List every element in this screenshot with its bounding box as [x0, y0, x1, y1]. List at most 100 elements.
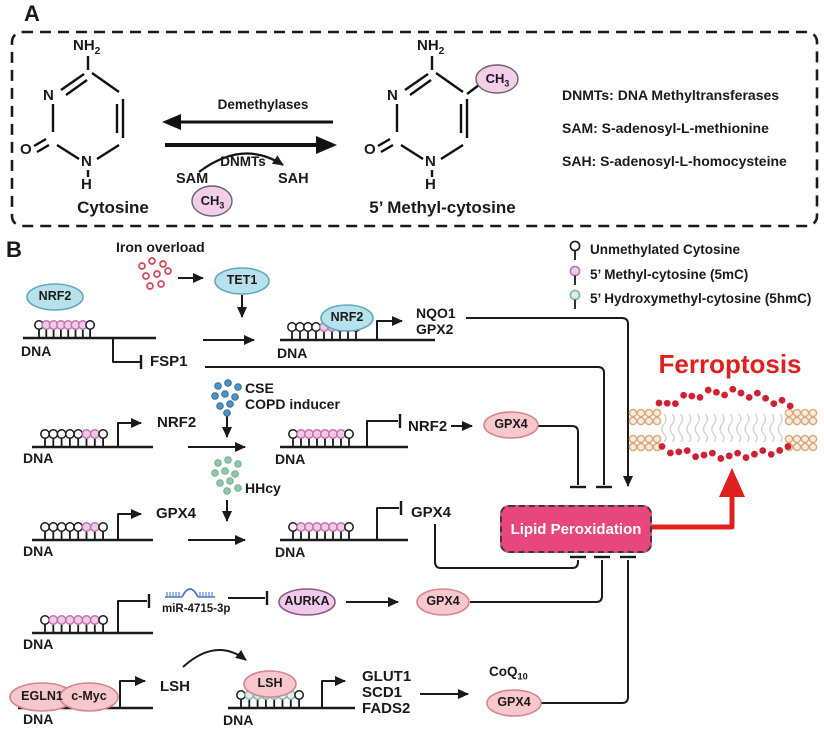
promoter-nrf2: [117, 418, 142, 447]
ch3-label-reaction: CH3: [200, 193, 225, 211]
dna-label-9: DNA: [223, 712, 254, 728]
unmethylated-cytosine-icon: [569, 240, 581, 260]
line-gpx4-coq10-to-box: [541, 560, 629, 704]
ch3-bubble-reaction: [191, 185, 233, 217]
demethylases-label: Demethylases: [217, 97, 309, 112]
gpx4-ellipse-coq10: [486, 689, 542, 717]
gpx4-label-coq10: GPX4: [497, 695, 531, 709]
legend-item-5mc: 5’ Methyl-cytosine (5mC): [568, 264, 748, 287]
ch3-label-structure: CH3: [485, 71, 510, 89]
protein-ellipses: [9, 267, 542, 717]
mcytosine-n1: N: [425, 153, 436, 170]
cse-label: CSE: [245, 380, 274, 396]
cmyc-ellipse: [59, 682, 119, 712]
lsh-output-label: LSH: [160, 678, 190, 695]
lipid-peroxidation-box: Lipid Peroxidation: [500, 505, 652, 553]
egln1-label: EGLN1: [21, 689, 63, 703]
ferroptosis-label: Ferroptosis: [658, 349, 802, 379]
damaged-lipid-membrane: [628, 385, 818, 462]
dna-label-1: DNA: [21, 343, 52, 359]
ch3-bubble-structure: [475, 64, 519, 94]
line-gpx4-row4-to-box: [470, 560, 603, 603]
definition-dnmts: DNMTs: DNA Methyltransferases: [562, 87, 780, 103]
nrf2-label-bound: NRF2: [330, 310, 364, 324]
panel-b-lines: [18, 273, 636, 710]
tet1-label: TET1: [226, 273, 258, 287]
dna-backbones: [18, 336, 435, 710]
scd1-label: SCD1: [362, 684, 403, 701]
arrow-lsh-curved: [182, 649, 247, 668]
line-nqo1-to-box: [466, 317, 633, 487]
cytosine-h: H: [81, 176, 92, 193]
panel-a-label: A: [24, 1, 40, 26]
nrf2-ellipse-bound: [320, 304, 374, 332]
promoter-gpx4: [117, 509, 142, 540]
promoter-lsh: [119, 676, 146, 708]
legend-label: Unmethylated Cytosine: [590, 242, 741, 258]
promoter-nrf2-inhibited: [366, 420, 398, 447]
5hmC-icon: [569, 289, 581, 309]
lipid-peroxidation-label: Lipid Peroxidation: [510, 520, 642, 538]
hhcy-label: HHcy: [245, 480, 281, 496]
dna-label-5: DNA: [23, 543, 54, 559]
gpx4-output-label: GPX4: [156, 505, 197, 522]
gpx2-label: GPX2: [416, 321, 454, 337]
cytosine-nh2: NH2: [73, 37, 101, 57]
mir-4715-3p-label: miR-4715-3p: [162, 603, 231, 615]
coq10-label: CoQ10: [489, 664, 528, 682]
line-gpx4-under-box: [434, 524, 579, 569]
sah-label: SAH: [278, 171, 309, 187]
dna-label-2: DNA: [277, 345, 308, 361]
panel-a-art: [10, 30, 819, 228]
tet1-ellipse: [214, 267, 270, 295]
mirna-hairpin-icon: [165, 588, 215, 598]
legend-label: 5’ Hydroxymethyl-cytosine (5hmC): [590, 291, 812, 307]
gpx4-ellipse-row4: [416, 588, 470, 616]
nrf2-ellipse-free: [26, 283, 84, 311]
dnmts-label: DNMTs: [220, 154, 266, 169]
dna-label-7: DNA: [23, 636, 54, 652]
aurka-ellipse: [278, 588, 336, 616]
promoter-nqo1: [376, 316, 403, 340]
dna-label-4: DNA: [275, 451, 306, 467]
cytosine-n3: N: [43, 87, 54, 104]
dna-label-6: DNA: [275, 544, 306, 560]
legend-label: 5’ Methyl-cytosine (5mC): [590, 267, 749, 283]
cytosine-name: Cytosine: [77, 198, 149, 217]
methyl-cytosine-structure: [377, 56, 480, 177]
sam-label: SAM: [176, 171, 209, 187]
mcytosine-o: O: [364, 141, 376, 158]
cmyc-label: c-Myc: [71, 689, 107, 703]
dna-label-3: DNA: [23, 450, 54, 466]
mcytosine-n3: N: [387, 87, 398, 104]
nrf2-label-free: NRF2: [38, 289, 72, 303]
reaction-arrows: [162, 114, 337, 173]
promoter-gpx4-inhibited: [376, 507, 399, 540]
lsh-ellipse: [243, 670, 297, 698]
cytosine-structure: [33, 56, 125, 177]
glut1-label: GLUT1: [362, 668, 412, 685]
legend-item-unmethylated: Unmethylated Cytosine: [568, 239, 740, 262]
mcytosine-h: H: [425, 176, 436, 193]
nqo1-label: NQO1: [416, 305, 456, 321]
lsh-label-bound: LSH: [257, 676, 283, 690]
gpx4-label-row4: GPX4: [426, 594, 460, 608]
gpx4-ellipse-row2: [483, 411, 539, 439]
legend-item-5hmc: 5’ Hydroxymethyl-cytosine (5hmC): [568, 288, 811, 311]
aurka-label: AURKA: [284, 594, 330, 608]
mcytosine-nh2: NH2: [417, 37, 445, 57]
cytosine-o: O: [20, 141, 32, 158]
nrf2-output-label: NRF2: [157, 414, 197, 431]
line-gpx4-to-box-top: [538, 425, 579, 485]
5mC-icon: [569, 265, 581, 285]
line-fsp1-to-box: [205, 366, 605, 485]
gpx4-inhibited-label: GPX4: [411, 504, 452, 521]
panel-b-label: B: [6, 237, 22, 262]
molecule-clusters: [138, 257, 242, 495]
inhibit-dna-fsp1: [112, 338, 140, 363]
definition-sam: SAM: S-adenosyl-L-methionine: [562, 120, 769, 136]
dna-label-8: DNA: [23, 711, 54, 727]
methyl-cytosine-name: 5’ Methyl-cytosine: [369, 198, 516, 217]
nrf2-inhibited-label: NRF2: [408, 418, 448, 435]
